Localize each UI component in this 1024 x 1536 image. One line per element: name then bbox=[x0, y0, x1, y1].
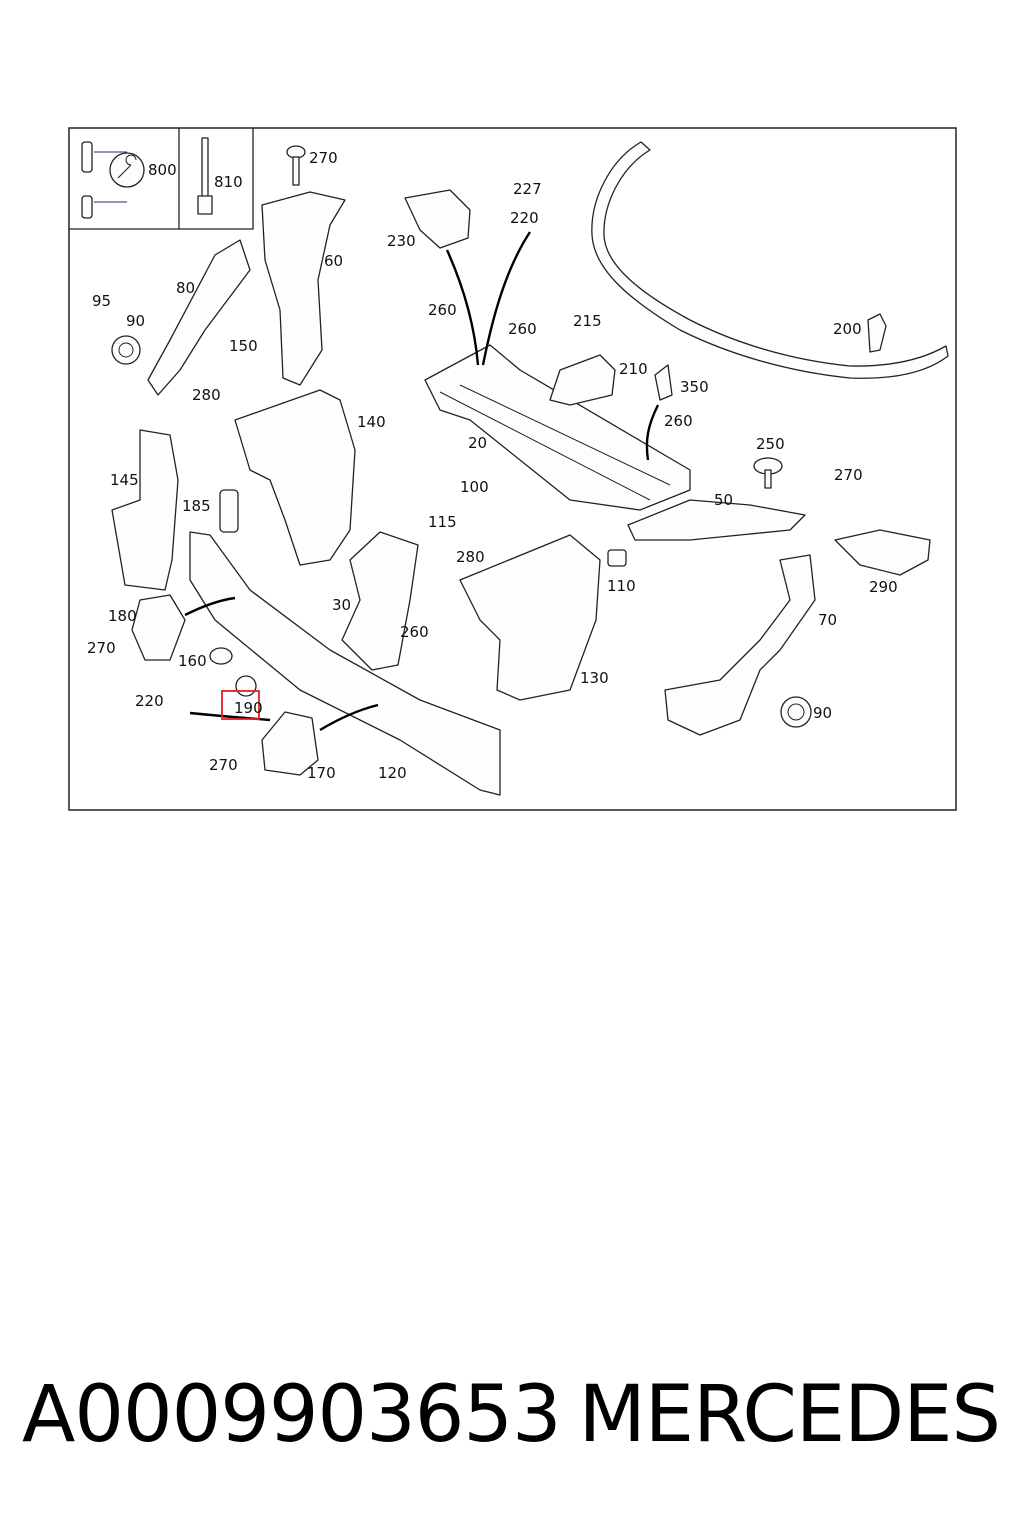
arrow-170 bbox=[319, 703, 379, 732]
callout-250: 250 bbox=[756, 435, 785, 453]
callout-270: 270 bbox=[209, 756, 238, 774]
callout-260: 260 bbox=[428, 301, 457, 319]
callout-160: 160 bbox=[178, 652, 207, 670]
callout-95: 95 bbox=[92, 292, 111, 310]
panel-80 bbox=[147, 239, 251, 396]
cover-290 bbox=[834, 529, 931, 576]
cross-beam-20 bbox=[424, 344, 691, 511]
callout-220: 220 bbox=[135, 692, 164, 710]
nut-110-icon bbox=[607, 549, 627, 567]
callout-350: 350 bbox=[680, 378, 709, 396]
bracket-130 bbox=[459, 534, 601, 701]
callout-800: 800 bbox=[148, 161, 177, 179]
callout-220: 220 bbox=[510, 209, 539, 227]
bushing-190-icon bbox=[235, 675, 257, 697]
frame-rail-200 bbox=[591, 141, 949, 379]
callout-260: 260 bbox=[400, 623, 429, 641]
callout-270: 270 bbox=[834, 466, 863, 484]
callout-230: 230 bbox=[387, 232, 416, 250]
washer-160-icon bbox=[209, 647, 233, 665]
part-230-icon bbox=[404, 189, 471, 249]
callout-180: 180 bbox=[108, 607, 137, 625]
callout-140: 140 bbox=[357, 413, 386, 431]
arrow-220-bottom bbox=[189, 711, 271, 722]
clip-200-icon bbox=[867, 313, 887, 353]
callout-260: 260 bbox=[508, 320, 537, 338]
grommet-90-left-icon bbox=[111, 335, 141, 365]
arrow-230 bbox=[445, 249, 480, 366]
highlight-box-190 bbox=[221, 690, 260, 720]
grommet-90-right-icon bbox=[780, 696, 812, 728]
callout-200: 200 bbox=[833, 320, 862, 338]
bracket-170-icon bbox=[261, 711, 319, 776]
arrow-180 bbox=[184, 596, 236, 617]
callout-227: 227 bbox=[513, 180, 542, 198]
bracket-210-icon bbox=[549, 354, 616, 406]
callout-70: 70 bbox=[818, 611, 837, 629]
callout-280: 280 bbox=[192, 386, 221, 404]
callout-270: 270 bbox=[87, 639, 116, 657]
cylinder-185-icon bbox=[219, 489, 239, 533]
callout-120: 120 bbox=[378, 764, 407, 782]
bracket-70 bbox=[664, 554, 816, 736]
rivet-tool-icon bbox=[81, 141, 145, 219]
clip-350-icon bbox=[654, 364, 673, 401]
part-number: A0009903653 bbox=[22, 1370, 562, 1460]
callout-170: 170 bbox=[307, 764, 336, 782]
callout-145: 145 bbox=[110, 471, 139, 489]
inset-box bbox=[69, 128, 254, 230]
callout-90: 90 bbox=[126, 312, 145, 330]
callout-810: 810 bbox=[214, 173, 243, 191]
bracket-60 bbox=[261, 191, 346, 386]
arrow-220-top bbox=[481, 231, 532, 366]
callout-280: 280 bbox=[456, 548, 485, 566]
callout-215: 215 bbox=[573, 312, 602, 330]
panel-50 bbox=[627, 499, 806, 541]
callout-150: 150 bbox=[229, 337, 258, 355]
support-30 bbox=[341, 531, 419, 671]
callout-260: 260 bbox=[664, 412, 693, 430]
callout-115: 115 bbox=[428, 513, 457, 531]
callout-210: 210 bbox=[619, 360, 648, 378]
nut-250-icon bbox=[753, 457, 783, 489]
arrow-350 bbox=[645, 404, 660, 461]
diagram-frame bbox=[68, 127, 957, 811]
callout-185: 185 bbox=[182, 497, 211, 515]
callout-60: 60 bbox=[324, 252, 343, 270]
callout-190: 190 bbox=[234, 699, 263, 717]
bracket-180-icon bbox=[131, 594, 186, 661]
bolt-810-icon bbox=[197, 137, 213, 215]
callout-80: 80 bbox=[176, 279, 195, 297]
callout-110: 110 bbox=[607, 577, 636, 595]
callout-270: 270 bbox=[309, 149, 338, 167]
callout-130: 130 bbox=[580, 669, 609, 687]
footer: A0009903653 MERCEDES bbox=[0, 1370, 1024, 1480]
callout-290: 290 bbox=[869, 578, 898, 596]
callout-20: 20 bbox=[468, 434, 487, 452]
screw-270-top-icon bbox=[286, 145, 306, 186]
callout-30: 30 bbox=[332, 596, 351, 614]
brand-name: MERCEDES bbox=[578, 1370, 1001, 1460]
side-member-145 bbox=[111, 429, 179, 591]
parts-diagram: 800 810 270 227 220 230 60 80 95 90 260 260 215 200 15… bbox=[68, 127, 957, 811]
callout-100: 100 bbox=[460, 478, 489, 496]
callout-labels: 800 810 270 227 220 230 60 80 95 90 260 260 215 200 15… bbox=[87, 149, 898, 782]
callout-90: 90 bbox=[813, 704, 832, 722]
callout-50: 50 bbox=[714, 491, 733, 509]
bumper-beam-120 bbox=[189, 531, 501, 796]
bracket-140 bbox=[234, 389, 356, 566]
